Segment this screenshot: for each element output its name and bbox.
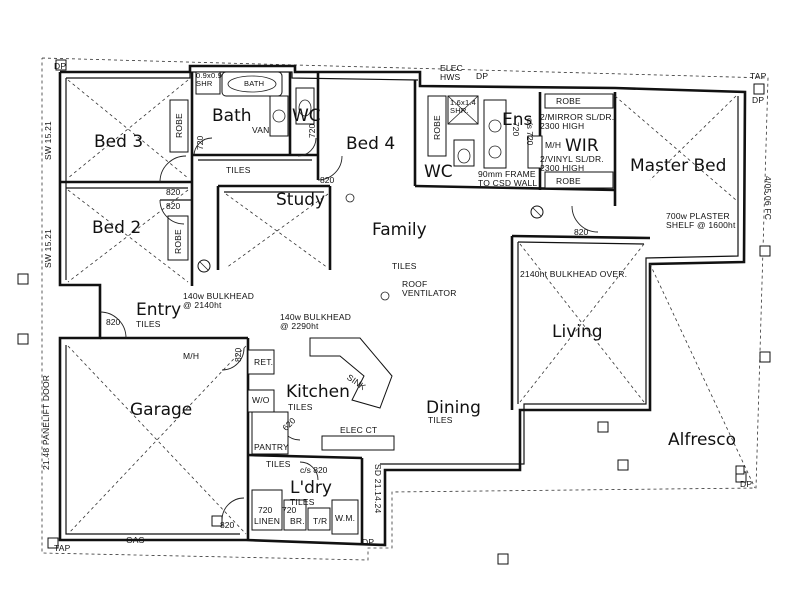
note-dp-right: DP	[752, 95, 765, 105]
room-label-entry: Entry	[136, 300, 182, 320]
room-label-laundry: L'dry	[290, 478, 332, 498]
note-dp-bottom: DP	[362, 537, 375, 547]
note-tiles-wc: TILES	[266, 459, 291, 469]
note-tap-bottom-left: TAP	[54, 543, 71, 553]
note-tap-top-right: TAP	[750, 71, 767, 81]
note-sw-top: SW 15.21	[43, 121, 53, 160]
dim-broom-door: 720	[282, 505, 297, 515]
dim-bed2-door: 820	[166, 201, 181, 211]
room-label-living: Living	[552, 322, 603, 342]
laundry-fixtures	[251, 489, 359, 535]
fixture-robe-bed4: ROBE	[432, 115, 442, 140]
fixture-robe-wir-top: ROBE	[556, 96, 581, 106]
note-elec-hws: ELEC HWS	[440, 63, 464, 82]
kitchen-benches	[247, 337, 395, 455]
fixture-refrigerator: RET.	[254, 357, 274, 367]
note-sd-right: SD 21.14.24	[373, 464, 383, 514]
note-roof-ventilator: ROOF VENTILATOR	[402, 279, 457, 298]
note-tiles-family: TILES	[392, 261, 417, 271]
note-dp-top-left: DP	[54, 61, 67, 71]
note-garage-door: 21.48 PANELIFT DOOR	[41, 374, 51, 470]
fixture-robe-bed3: ROBE	[174, 113, 184, 138]
fixture-robe-bed2: ROBE	[173, 229, 183, 254]
fixture-washing-machine: W.M.	[335, 513, 356, 523]
dim-ensuite-door-2: 720	[511, 122, 521, 137]
note-tiles-laundry: TILES	[290, 497, 315, 507]
dim-ensuite-door: c/s 720	[525, 118, 535, 146]
dim-wc-door: 720	[307, 123, 317, 138]
dim-wc2-door: c/s 820	[300, 465, 328, 475]
fixture-robe-wir-bottom: ROBE	[556, 176, 581, 186]
dim-garage-mh-door: 820	[233, 347, 243, 362]
bathroom-fixtures	[195, 71, 543, 169]
site-boundary	[41, 57, 769, 561]
room-label-kitchen: Kitchen	[286, 382, 350, 402]
note-sw-mid: SW 15.21	[43, 229, 53, 268]
robes	[167, 93, 614, 261]
dim-bed3-door: 820	[166, 187, 181, 197]
note-elec-ct: ELEC CT	[340, 425, 378, 435]
room-label-master-bed: Master Bed	[630, 156, 727, 176]
note-tiles-hall: TILES	[226, 165, 251, 175]
fixture-vinyl-sliding-door: 2/VINYL SL/DR. 2300 HIGH	[540, 154, 604, 173]
room-label-wc-ensuite: WC	[424, 162, 453, 182]
room-label-garage: Garage	[130, 400, 193, 420]
room-label-bed3: Bed 3	[94, 132, 144, 152]
fixture-manhole-garage: M/H	[183, 351, 200, 361]
service-points	[17, 59, 771, 565]
room-label-study: Study	[276, 190, 326, 210]
fixture-manhole-wir: M/H	[545, 140, 562, 150]
note-bulkhead-kitchen: 140w BULKHEAD @ 2290ht	[280, 312, 352, 331]
note-wc-frame: 90mm FRAME TO CSD WALL	[478, 169, 538, 188]
room-label-wc-bath: WC	[292, 106, 321, 126]
room-label-alfresco: Alfresco	[668, 430, 737, 450]
note-tiles-dining: TILES	[428, 415, 453, 425]
interior-walls	[60, 72, 651, 545]
fixture-pantry: PANTRY	[254, 442, 289, 452]
fixture-shower-bath: 0.9x0.9 SHR	[196, 71, 223, 88]
fixture-linen: LINEN	[254, 516, 281, 526]
dim-garage-side-door: 820	[220, 520, 235, 530]
dim-bed4-door: 820	[320, 175, 335, 185]
room-label-bed2: Bed 2	[92, 218, 142, 238]
external-walls	[58, 64, 747, 547]
note-plaster-shelf: 700w PLASTER SHELF @ 1600ht	[666, 211, 736, 230]
note-bulkhead-living: 2140ht BULKHEAD OVER.	[520, 269, 628, 279]
dim-linen-door: 720	[258, 505, 273, 515]
fixture-bath: BATH	[244, 79, 265, 88]
room-label-bed4: Bed 4	[346, 134, 396, 154]
fixture-broom: BR.	[290, 516, 305, 526]
note-dp-bottom-right: DP	[740, 479, 753, 489]
fixture-shower-ensuite: 1.6x1.4 SHR.	[450, 98, 477, 115]
room-label-dining: Dining	[426, 398, 481, 418]
fixture-vanity: VAN	[252, 125, 270, 135]
fixture-trough: T/R	[313, 516, 328, 526]
note-dp-top-mid: DP	[476, 71, 489, 81]
room-label-bath: Bath	[212, 106, 252, 126]
note-bulkhead-entry: 140w BULKHEAD @ 2140ht	[183, 291, 255, 310]
roof-hip-lines	[67, 79, 756, 535]
fixture-wall-oven: W/O	[252, 395, 270, 405]
fixture-mirror-sliding-door: 2/MIRROR SL/DR. 2300 HIGH	[540, 112, 615, 131]
note-fc-right: 4/05.06 FC	[763, 176, 773, 221]
dim-bath-door: 720	[195, 135, 205, 150]
dim-entry-door: 820	[106, 317, 121, 327]
note-gas: GAS	[126, 535, 145, 545]
room-label-ens: Ens	[502, 110, 533, 130]
room-label-wir: WIR	[565, 136, 599, 156]
dim-master-door: 820	[574, 227, 589, 237]
note-tiles-entry: TILES	[136, 319, 161, 329]
note-tiles-kitchen: TILES	[288, 402, 313, 412]
room-label-family: Family	[372, 220, 427, 240]
